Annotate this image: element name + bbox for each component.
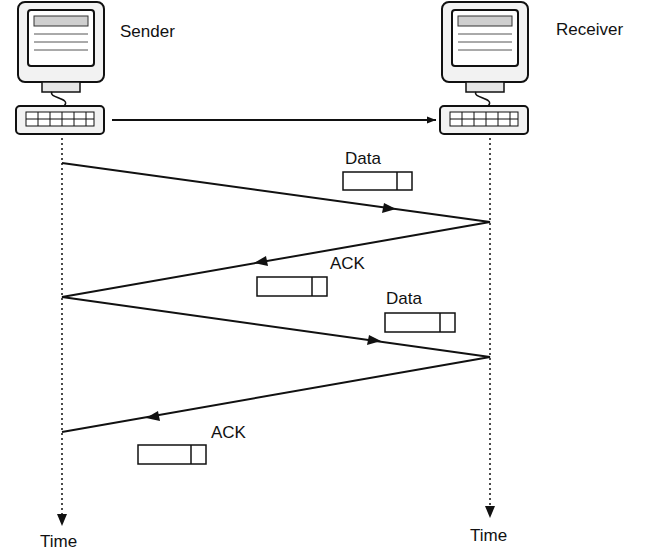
message-path [62,163,490,432]
direction-arrow [382,203,396,213]
diagram-label: Time [40,533,77,552]
sender-computer [16,2,104,134]
link-arrow [112,119,436,121]
receiver-timeline [489,138,491,508]
computer-node: Receiver [436,0,536,136]
diagram-label: Data [386,290,422,309]
packet-icon [257,277,327,296]
direction-arrow [254,256,268,266]
diagram-label: Data [345,150,381,169]
packet-icon [138,445,206,464]
timeline-arrowhead [485,506,495,518]
diagram-label: Time [470,527,507,546]
node-name: Sender [120,22,175,42]
direction-arrow [367,335,381,345]
node-name: Receiver [556,20,623,40]
sender-timeline [61,138,63,516]
packet-icon [343,172,412,190]
receiver-computer [440,2,528,134]
diagram-label: ACK [330,255,365,274]
direction-arrow [146,411,160,421]
computer-node: Sender [12,0,112,136]
timeline-arrowhead [57,514,67,526]
diagram-label: ACK [211,424,246,443]
packet-icon [385,313,455,332]
